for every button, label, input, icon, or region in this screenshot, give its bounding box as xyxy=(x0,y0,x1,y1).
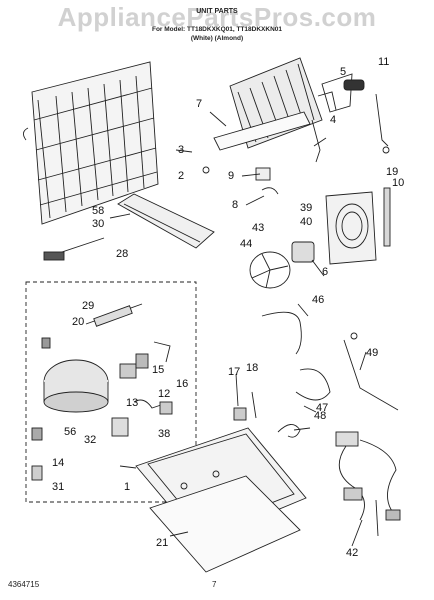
callout-12: 12 xyxy=(158,388,171,400)
callout-2: 2 xyxy=(178,170,185,182)
base-pan xyxy=(135,427,307,573)
callout-30: 30 xyxy=(92,218,105,230)
compressor xyxy=(43,359,109,413)
relay xyxy=(119,363,137,379)
callout-49: 49 xyxy=(366,347,379,359)
diagram-title: UNIT PARTS xyxy=(196,8,238,15)
condenser-coil xyxy=(23,61,159,225)
site-watermark: AppliancePartsPros.com xyxy=(57,2,377,32)
wire-bracket xyxy=(153,341,171,363)
sensor xyxy=(261,187,279,195)
callout-6: 6 xyxy=(322,266,329,278)
callout-38: 38 xyxy=(158,428,171,440)
thermostat-wire xyxy=(311,119,321,163)
tube-49 xyxy=(343,339,399,411)
drain-tube xyxy=(375,93,389,147)
callout-21: 21 xyxy=(156,537,169,549)
callout-56: 56 xyxy=(64,426,77,438)
callout-3: 3 xyxy=(178,144,185,156)
callout-32: 32 xyxy=(84,434,97,446)
drain-pan xyxy=(117,193,215,249)
page-number: 7 xyxy=(212,580,217,589)
callout-42: 42 xyxy=(346,547,359,559)
defrost-heater xyxy=(321,73,353,113)
heater-rod xyxy=(383,187,391,247)
callout-9: 9 xyxy=(228,170,235,182)
callout-4: 4 xyxy=(330,114,337,126)
callout-16: 16 xyxy=(176,378,189,390)
fan-shroud xyxy=(325,191,377,265)
callout-7: 7 xyxy=(196,98,203,110)
callout-17: 17 xyxy=(228,366,241,378)
callout-20: 20 xyxy=(72,316,85,328)
callout-1: 1 xyxy=(124,481,131,493)
suction-line xyxy=(295,368,331,401)
foam-block xyxy=(343,79,365,91)
fan-blade xyxy=(249,251,291,289)
callout-8: 8 xyxy=(232,199,239,211)
callout-14: 14 xyxy=(52,457,65,469)
capacitor xyxy=(111,417,129,437)
callout-19: 19 xyxy=(386,166,399,178)
callout-15: 15 xyxy=(152,364,165,376)
callout-31: 31 xyxy=(52,481,65,493)
callout-47: 47 xyxy=(316,402,329,414)
discharge-tube xyxy=(261,311,302,355)
callout-40: 40 xyxy=(300,216,313,228)
loop-tube xyxy=(277,424,301,438)
callout-44: 44 xyxy=(240,238,253,250)
callout-46: 46 xyxy=(312,294,325,306)
callout-48: 48 xyxy=(314,410,327,422)
callout-58: 58 xyxy=(92,205,105,217)
callout-29: 29 xyxy=(82,300,95,312)
fan-motor xyxy=(291,241,315,263)
callout-10: 10 xyxy=(392,177,405,189)
grommet xyxy=(31,465,43,481)
compressor-kit-box xyxy=(25,281,197,503)
callout-13: 13 xyxy=(126,397,139,409)
callout-43: 43 xyxy=(252,222,265,234)
callout-5: 5 xyxy=(340,66,347,78)
callout-11: 11 xyxy=(378,56,390,68)
color-line: (White) (Almond) xyxy=(190,35,244,42)
callout-18: 18 xyxy=(246,362,259,374)
evaporator-coil xyxy=(213,57,337,151)
harness xyxy=(133,399,165,409)
wire-harness xyxy=(335,431,401,537)
model-line: For Model: TT18DKXKQ01, TT18DKXKN01 xyxy=(151,26,283,33)
callout-28: 28 xyxy=(116,248,129,260)
callout-39: 39 xyxy=(300,202,313,214)
document-number: 4364715 xyxy=(8,580,40,589)
